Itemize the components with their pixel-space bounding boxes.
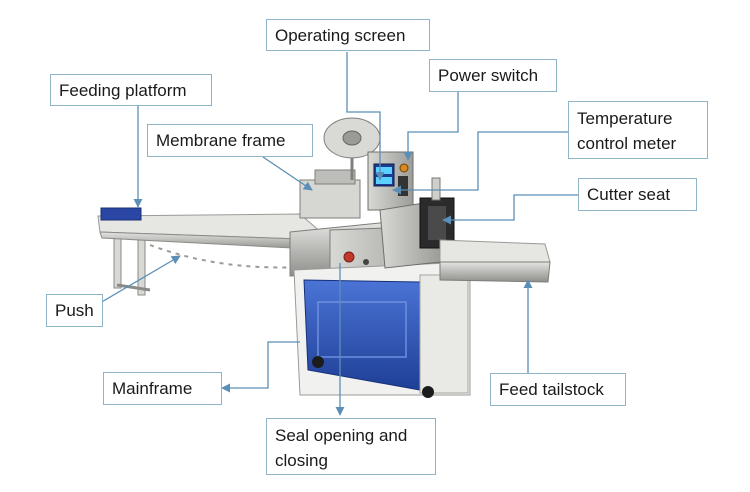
label-power-switch: Power switch — [429, 59, 557, 92]
feed-tailstock-conveyor — [440, 240, 550, 282]
leader-cutter-seat — [443, 195, 578, 220]
label-cutter-seat: Cutter seat — [578, 178, 697, 211]
feeding-platform-block — [101, 208, 141, 220]
leader-temperature-control-meter — [393, 132, 568, 190]
label-feeding-platform: Feeding platform — [50, 74, 212, 106]
seal-knob — [344, 252, 354, 262]
label-temperature-control-meter: Temperature control meter — [568, 101, 708, 159]
label-mainframe: Mainframe — [103, 372, 222, 405]
machine-illustration — [98, 118, 550, 398]
mainframe-cabinet — [294, 262, 470, 398]
label-seal-opening-and-closing: Seal opening and closing — [266, 418, 436, 475]
label-operating-screen: Operating screen — [266, 19, 430, 51]
leader-membrane-frame — [263, 157, 312, 190]
label-push: Push — [46, 294, 103, 327]
label-membrane-frame: Membrane frame — [147, 124, 313, 157]
leader-mainframe — [222, 342, 300, 388]
power-switch-knob — [400, 164, 408, 172]
leader-power-switch — [408, 92, 458, 160]
control-box — [368, 152, 413, 210]
label-feed-tailstock: Feed tailstock — [490, 373, 626, 406]
